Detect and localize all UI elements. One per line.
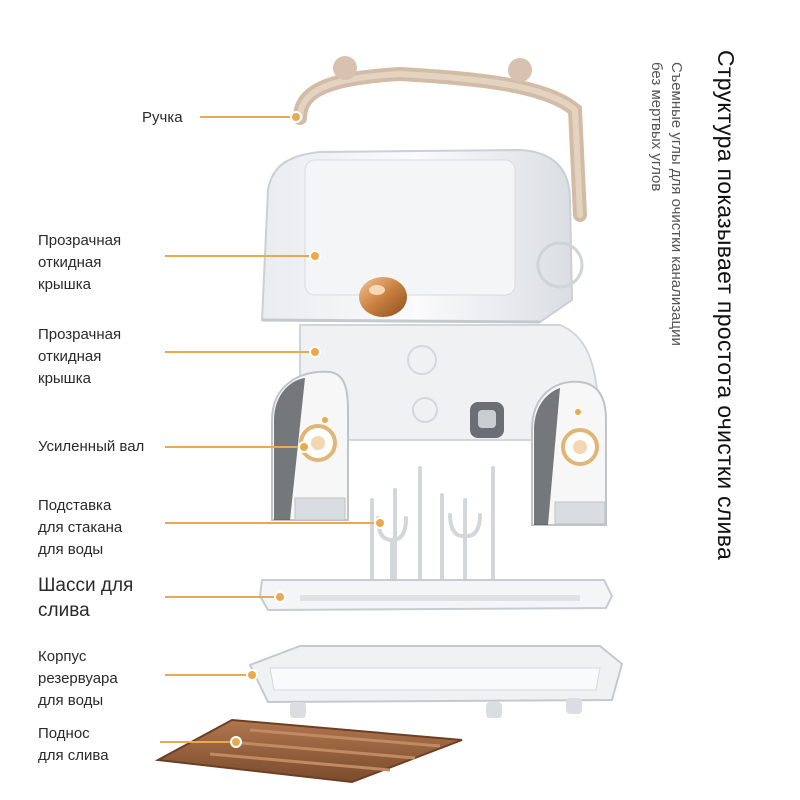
handle-part xyxy=(293,56,587,222)
page-title: Структура показывает простота очистки сл… xyxy=(713,50,739,561)
label-handle: Ручка xyxy=(142,109,183,126)
label-lid-top: Прозрачная откидная крышка xyxy=(38,232,122,293)
upper-lid-part xyxy=(260,148,584,324)
label-drain-tray: Поднос для слива xyxy=(38,725,109,764)
body-part xyxy=(271,324,607,526)
label-reservoir: Корпус резервуара для воды xyxy=(38,648,118,709)
label-chassis: Шасси для слива xyxy=(38,575,134,621)
page-subtitle: Съемные углы для очистки канализации без… xyxy=(648,62,685,346)
reservoir-part xyxy=(248,645,624,718)
leader-lines xyxy=(160,111,386,748)
drain-tray-part xyxy=(154,718,463,784)
cup-stand-part xyxy=(370,466,495,594)
label-cup-stand: Подставка для стакана для воды xyxy=(38,497,123,558)
chassis-part xyxy=(258,579,614,612)
label-shaft: Усиленный вал xyxy=(38,438,145,455)
label-lid-body: Прозрачная откидная крышка xyxy=(38,326,122,387)
